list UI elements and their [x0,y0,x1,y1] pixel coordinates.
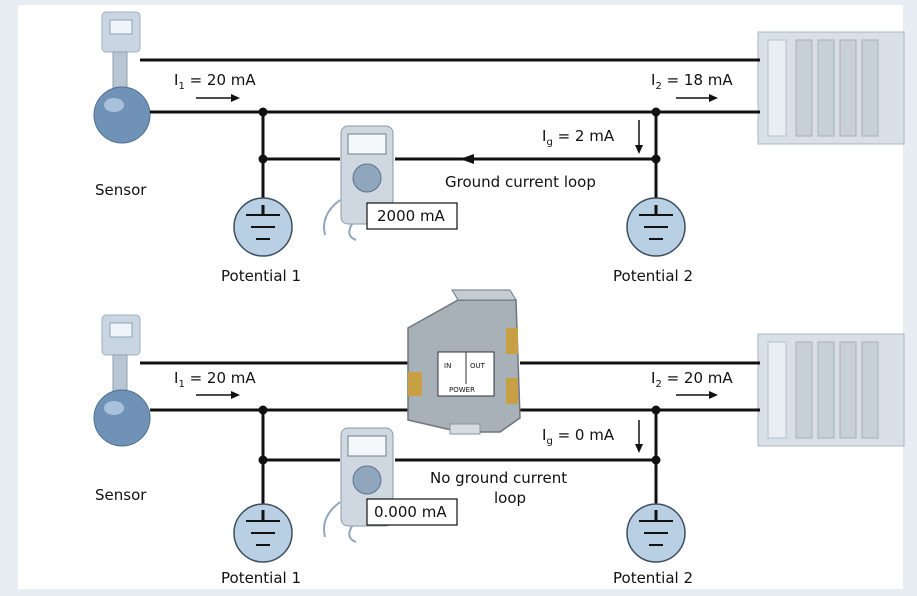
junction-dot [651,154,661,164]
meter-reading-box [366,202,458,230]
current-label-i2-top: I2 = 18 mA [651,71,733,92]
sensor-device-bottom [93,314,151,447]
potential1-label-top: Potential 1 [221,267,301,285]
meter-reading-top: 2000 mA [377,207,446,225]
junction-dot [651,107,661,117]
ground-symbol-potential1-bottom [233,503,293,563]
current-arrow-ig-icon [635,420,643,453]
loop-label-bottom-line1: No ground current [430,469,567,487]
potential2-label-top: Potential 2 [613,267,693,285]
ground-symbol-potential2-top [626,197,686,257]
current-arrow-i1-icon [196,94,240,102]
isolator-out-label: OUT [470,362,486,370]
junction-dot [258,107,268,117]
potential1-label-bottom: Potential 1 [221,569,301,587]
meter-reading-box [366,498,458,526]
current-arrow-ig-icon [635,120,643,154]
current-arrow-i1-icon [196,391,240,399]
potential2-label-bottom: Potential 2 [613,569,693,587]
junction-dot [258,405,268,415]
loop-label-top: Ground current loop [445,173,596,191]
loop-arrow-icon [460,154,474,164]
signal-isolator-module: IN OUT POWER [407,289,521,435]
multimeter-top [323,125,394,241]
bottom-diagram: IN OUT POWER 0.000 mA I1 [93,289,905,587]
controller-rack-bottom [757,333,905,447]
meter-reading-bottom: 0.000 mA [374,503,447,521]
junction-dot [258,154,268,164]
sensor-label-top: Sensor [95,181,147,199]
current-arrow-i2-icon [676,391,718,399]
current-label-i1-top: I1 = 20 mA [174,71,256,92]
sensor-device-top [93,11,151,144]
loop-label-bottom-line2: loop [494,489,526,507]
ground-symbol-potential2-bottom [626,503,686,563]
current-arrow-i2-icon [676,94,718,102]
current-label-ig-top: Ig = 2 mA [542,127,615,148]
top-diagram: 2000 mA I1 = 20 mA I2 = 18 mA Ig = 2 mA … [93,11,905,285]
isolator-power-label: POWER [449,386,475,394]
current-label-i2-bottom: I2 = 20 mA [651,369,733,390]
junction-dot [651,405,661,415]
junction-dot [651,455,661,465]
current-label-ig-bottom: Ig = 0 mA [542,426,615,447]
junction-dot [258,455,268,465]
sensor-label-bottom: Sensor [95,486,147,504]
controller-rack-top [757,31,905,145]
isolator-in-label: IN [444,362,451,370]
current-label-i1-bottom: I1 = 20 mA [174,369,256,390]
ground-symbol-potential1-top [233,197,293,257]
